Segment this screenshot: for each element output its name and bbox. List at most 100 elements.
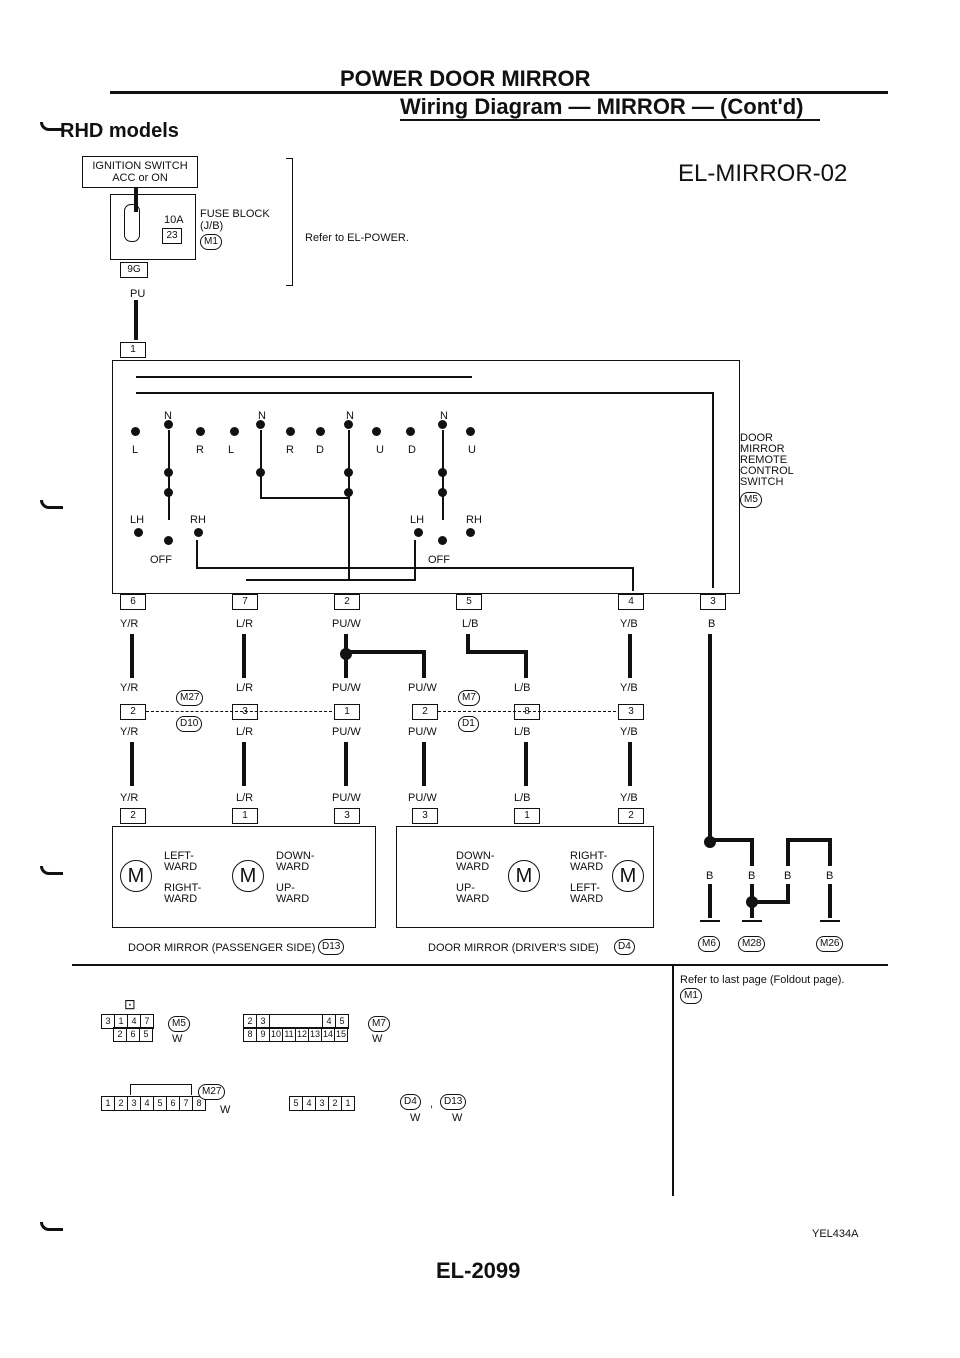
ground-m28: M28 [738, 936, 766, 952]
passenger-motor-ud: M [232, 860, 264, 892]
d-comma: , [430, 1098, 434, 1110]
switch-label-5: SWITCH [740, 476, 784, 488]
wire-b-1 [708, 634, 712, 840]
pass-right-b: WARD [164, 893, 198, 905]
switch-label-3: REMOTE [740, 454, 788, 466]
ground-symbol-2 [742, 920, 762, 922]
refer-power: Refer to EL-POWER. [305, 232, 409, 244]
sw-dot-6 [286, 427, 295, 436]
sw-dot-14 [164, 488, 173, 497]
pass-pin-3: 3 [334, 808, 360, 824]
ignition-label-1: IGNITION SWITCH [92, 160, 188, 172]
page-title: POWER DOOR MIRROR [340, 66, 591, 91]
sw-dot-4 [230, 427, 239, 436]
d13-color: W [452, 1112, 463, 1124]
ground-m6: M6 [698, 936, 720, 952]
m27-color: W [220, 1104, 231, 1116]
sw-letter-l2: L [228, 444, 235, 456]
joint-pin-l2: 3 [232, 704, 258, 720]
sw-link-3 [260, 497, 348, 499]
ground-wire-v6 [786, 884, 790, 902]
color-yr-1: Y/R [120, 618, 139, 630]
d4-color: W [410, 1112, 421, 1124]
sw-dot-10 [406, 427, 415, 436]
title-rule [110, 91, 888, 94]
wire-puw-3 [422, 742, 426, 786]
drv-down-b: WARD [456, 861, 490, 873]
m27-pin: 7 [179, 1096, 193, 1111]
m27-pin: 3 [127, 1096, 141, 1111]
switch-n-3: N [346, 410, 354, 422]
m27-latch [130, 1084, 192, 1095]
sw-off-wire-5 [246, 579, 416, 581]
m5-mark: ⊡ [124, 996, 136, 1012]
m7-pin: 12 [295, 1027, 309, 1042]
sw-dot-22 [194, 528, 203, 537]
passenger-mirror-label: DOOR MIRROR (PASSENGER SIDE) [128, 942, 316, 954]
sw-letter-r1: R [196, 444, 204, 456]
m5-pin: 6 [126, 1027, 140, 1042]
sw-dot-17 [344, 488, 353, 497]
joint-pin-l3: 1 [334, 704, 360, 720]
drv-up-b: WARD [456, 893, 490, 905]
jt-color-top-2: L/R [236, 682, 254, 694]
fuse-block-connector: M1 [200, 234, 222, 250]
sw-dot-13 [164, 468, 173, 477]
joint-dash-left [146, 711, 332, 712]
pass-down-a: DOWN- [276, 850, 315, 862]
m7-color: W [372, 1033, 383, 1045]
drv-right-b: WARD [570, 861, 604, 873]
wire-pu [134, 300, 138, 340]
model-label: RHD models [60, 120, 179, 142]
ground-wire-v1 [750, 838, 754, 866]
fuse-amp: 10A [164, 214, 184, 226]
drv-left-a: LEFT- [570, 882, 600, 894]
driver-motor-ud: M [508, 860, 540, 892]
ground-b-1: B [706, 870, 714, 882]
driver-mirror-label: DOOR MIRROR (DRIVER'S SIDE) [428, 942, 599, 954]
m7-pin: 15 [334, 1027, 348, 1042]
m27-id: M27 [198, 1084, 226, 1100]
fuse-block-label: FUSE BLOCK [200, 208, 270, 220]
switch-pin-1: 1 [120, 342, 146, 358]
m27-pin: 6 [166, 1096, 180, 1111]
ground-wire-v8 [828, 884, 832, 918]
separator-v [672, 966, 674, 1196]
m7-pin: 11 [282, 1027, 296, 1042]
jt-color-bot-6: Y/B [620, 726, 638, 738]
pass-left-b: WARD [164, 861, 198, 873]
m7-pin: 10 [269, 1027, 283, 1042]
mir-color-2: L/R [236, 792, 254, 804]
subtitle-rule [400, 119, 820, 121]
wire-lb-1a [466, 634, 470, 652]
ground-symbol-3 [820, 920, 840, 922]
ground-b-4: B [826, 870, 834, 882]
joint-pin-r3: 3 [618, 704, 644, 720]
wire-lb-1c [524, 650, 528, 678]
wire-puw-2 [344, 742, 348, 786]
joint-conn-m7: M7 [458, 690, 480, 706]
sw-letter-r2: R [286, 444, 294, 456]
ground-wire-v2 [786, 838, 790, 866]
ground-wire-v4 [708, 884, 712, 918]
jt-color-top-3: PU/W [332, 682, 361, 694]
sw-dot-9 [372, 427, 381, 436]
color-lb-1: L/B [462, 618, 479, 630]
sw-dot-25 [466, 528, 475, 537]
switch-bus-right [712, 392, 714, 588]
page-number: EL-2099 [436, 1258, 521, 1283]
m5-pin: 7 [140, 1014, 154, 1029]
separator-h [72, 964, 888, 966]
sw-dot-18 [438, 468, 447, 477]
drv-down-a: DOWN- [456, 850, 495, 862]
sw-dot-23 [414, 528, 423, 537]
fuse-block-id: (J/B) [200, 220, 224, 232]
d4-id: D4 [400, 1094, 421, 1110]
jt-color-top-1: Y/R [120, 682, 139, 694]
driver-mirror-conn: D4 [614, 939, 635, 955]
sw-lh-1: LH [130, 514, 145, 526]
connector-9g: 9G [120, 262, 148, 278]
m27-pin: 4 [140, 1096, 154, 1111]
